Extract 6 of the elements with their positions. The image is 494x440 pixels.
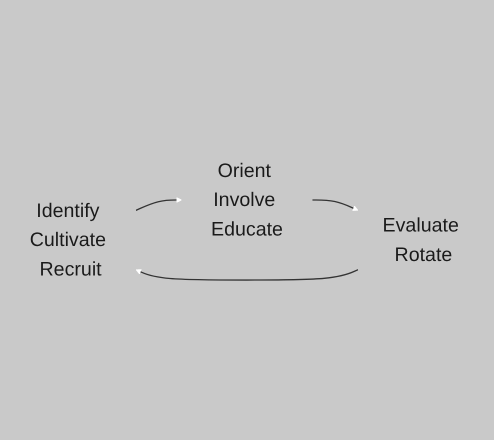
arrow [136, 269, 358, 281]
node-text: Orient Involve Educate [211, 160, 283, 240]
node-text: Evaluate Rotate [382, 214, 459, 266]
node-text: Identify Cultivate Recruit [30, 200, 106, 280]
arrow [312, 199, 358, 211]
arrow [136, 197, 182, 211]
